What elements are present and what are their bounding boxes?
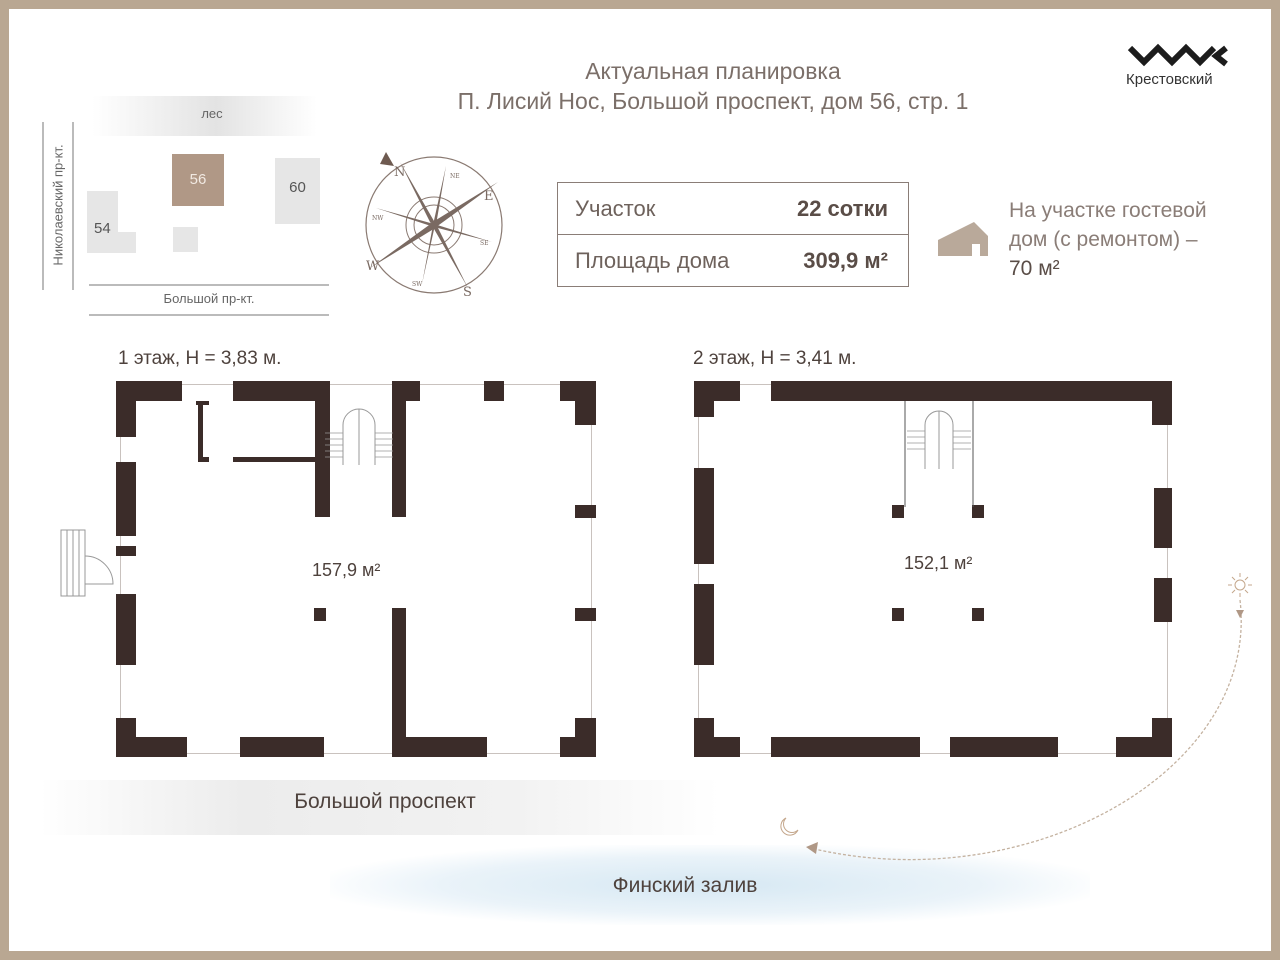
street-bottom-label: Большой пр-кт. — [163, 291, 255, 306]
street-strip — [40, 780, 720, 835]
staircase-icon — [325, 408, 393, 465]
street-line — [42, 122, 44, 290]
gulf-area — [330, 845, 1090, 925]
floor2-area: 152,1 м² — [904, 553, 973, 573]
guest-house-line1: На участке гостевой — [1009, 199, 1207, 222]
street-line — [89, 314, 329, 316]
title-line1: Актуальная планировка — [585, 58, 841, 84]
street-line — [89, 284, 329, 286]
title-line2: П. Лисий Нос, Большой проспект, дом 56, … — [457, 88, 969, 114]
compass-se: SE — [480, 240, 489, 247]
moon-icon — [780, 817, 799, 836]
house-60: 60 — [275, 158, 320, 224]
logo-text: Крестовский — [1126, 71, 1213, 88]
compass-sw: SW — [412, 281, 423, 288]
house-56: 56 — [172, 154, 224, 206]
forest-strip — [92, 96, 317, 136]
sun-path — [780, 573, 1252, 861]
house-area-label: Площадь дома — [575, 248, 730, 273]
forest-label: лес — [201, 106, 223, 121]
compass-n: N — [394, 165, 405, 180]
floor1-title: 1 этаж, Н = 3,83 м. — [118, 348, 282, 369]
logo-mark-icon — [1127, 43, 1228, 67]
floor2-title: 2 этаж, Н = 3,41 м. — [693, 348, 857, 369]
street-label: Большой проспект — [294, 790, 476, 813]
street-left-label: Николаевский пр-кт. — [50, 144, 66, 266]
porch-icon — [60, 529, 114, 597]
compass-w: W — [366, 259, 380, 274]
house-area-value: 309,9 м² — [803, 248, 888, 273]
compass-nw: NW — [372, 215, 384, 222]
floor1-area: 157,9 м² — [312, 560, 381, 580]
guest-house-line3: 70 м² — [1009, 257, 1060, 280]
plot-label: Участок — [575, 195, 656, 221]
house-54-label: 54 — [94, 220, 111, 237]
gulf-label: Финский залив — [612, 874, 758, 897]
info-box: Участок 22 сотки Площадь дома 309,9 м² — [557, 182, 909, 287]
compass-rose-icon: N E S W NE SE SW NW — [365, 152, 503, 300]
house-54-wing — [87, 232, 136, 253]
guest-house-line2: дом (с ремонтом) – — [1009, 228, 1198, 251]
compass-s: S — [463, 285, 472, 300]
sun-icon — [1228, 573, 1252, 597]
street-line — [72, 122, 74, 290]
outbuilding — [173, 227, 198, 252]
guest-house-icon — [938, 222, 988, 256]
guest-house-note: На участке гостевой дом (с ремонтом) – 7… — [1009, 196, 1207, 283]
logo: Крестовский — [1126, 42, 1232, 88]
staircase-icon — [904, 401, 974, 507]
plot-value: 22 сотки — [796, 195, 888, 221]
compass-e: E — [484, 189, 494, 204]
compass-ne: NE — [450, 173, 460, 180]
